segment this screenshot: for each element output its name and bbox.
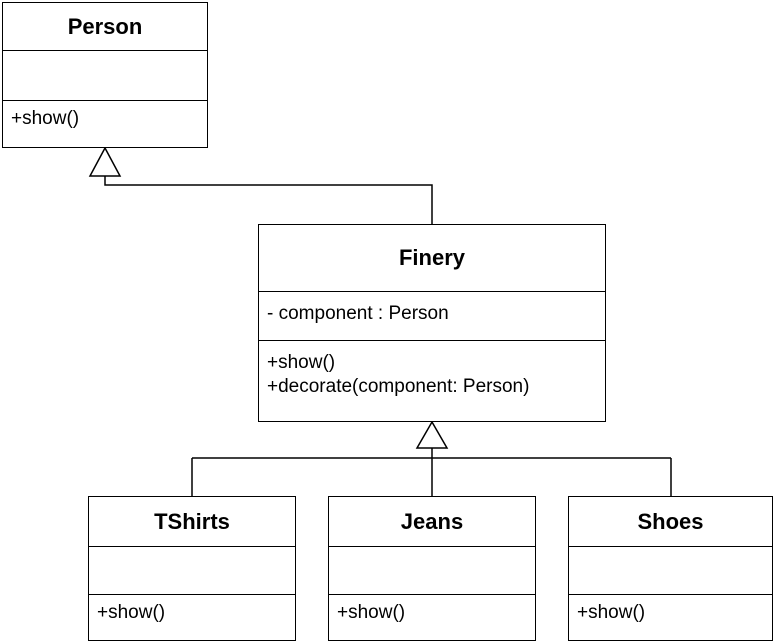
class-attributes-tshirts <box>89 547 295 595</box>
class-name-tshirts: TShirts <box>89 497 295 547</box>
operation-show: +show() <box>267 352 336 373</box>
inheritance-arrowhead-finery <box>415 420 449 449</box>
class-name-shoes: Shoes <box>569 497 772 547</box>
operation-decorate: +decorate(component: Person) <box>267 376 530 397</box>
class-operations-person: +show() <box>3 101 207 131</box>
class-name-finery: Finery <box>259 225 605 292</box>
generalization-finery-to-person <box>88 146 433 224</box>
attribute-component: - component : Person <box>267 303 449 324</box>
generalization-children-to-finery <box>191 420 672 496</box>
class-operations-shoes: +show() <box>569 595 772 625</box>
class-attributes-jeans <box>329 547 535 595</box>
inheritance-arrowhead-person <box>88 146 122 177</box>
class-name-person: Person <box>3 3 207 51</box>
class-operations-finery: +show() +decorate(component: Person) <box>259 341 605 399</box>
class-name-jeans: Jeans <box>329 497 535 547</box>
class-jeans[interactable]: Jeans +show() <box>328 496 536 641</box>
class-operations-jeans: +show() <box>329 595 535 625</box>
class-operations-tshirts: +show() <box>89 595 295 625</box>
operation-show: +show() <box>11 108 80 129</box>
class-attributes-person <box>3 51 207 101</box>
class-shoes[interactable]: Shoes +show() <box>568 496 773 641</box>
operation-show: +show() <box>577 602 646 623</box>
operation-show: +show() <box>337 602 406 623</box>
class-person[interactable]: Person +show() <box>2 2 208 148</box>
class-finery[interactable]: Finery - component : Person +show() +dec… <box>258 224 606 422</box>
class-attributes-finery: - component : Person <box>259 292 605 341</box>
class-tshirts[interactable]: TShirts +show() <box>88 496 296 641</box>
class-attributes-shoes <box>569 547 772 595</box>
operation-show: +show() <box>97 602 166 623</box>
